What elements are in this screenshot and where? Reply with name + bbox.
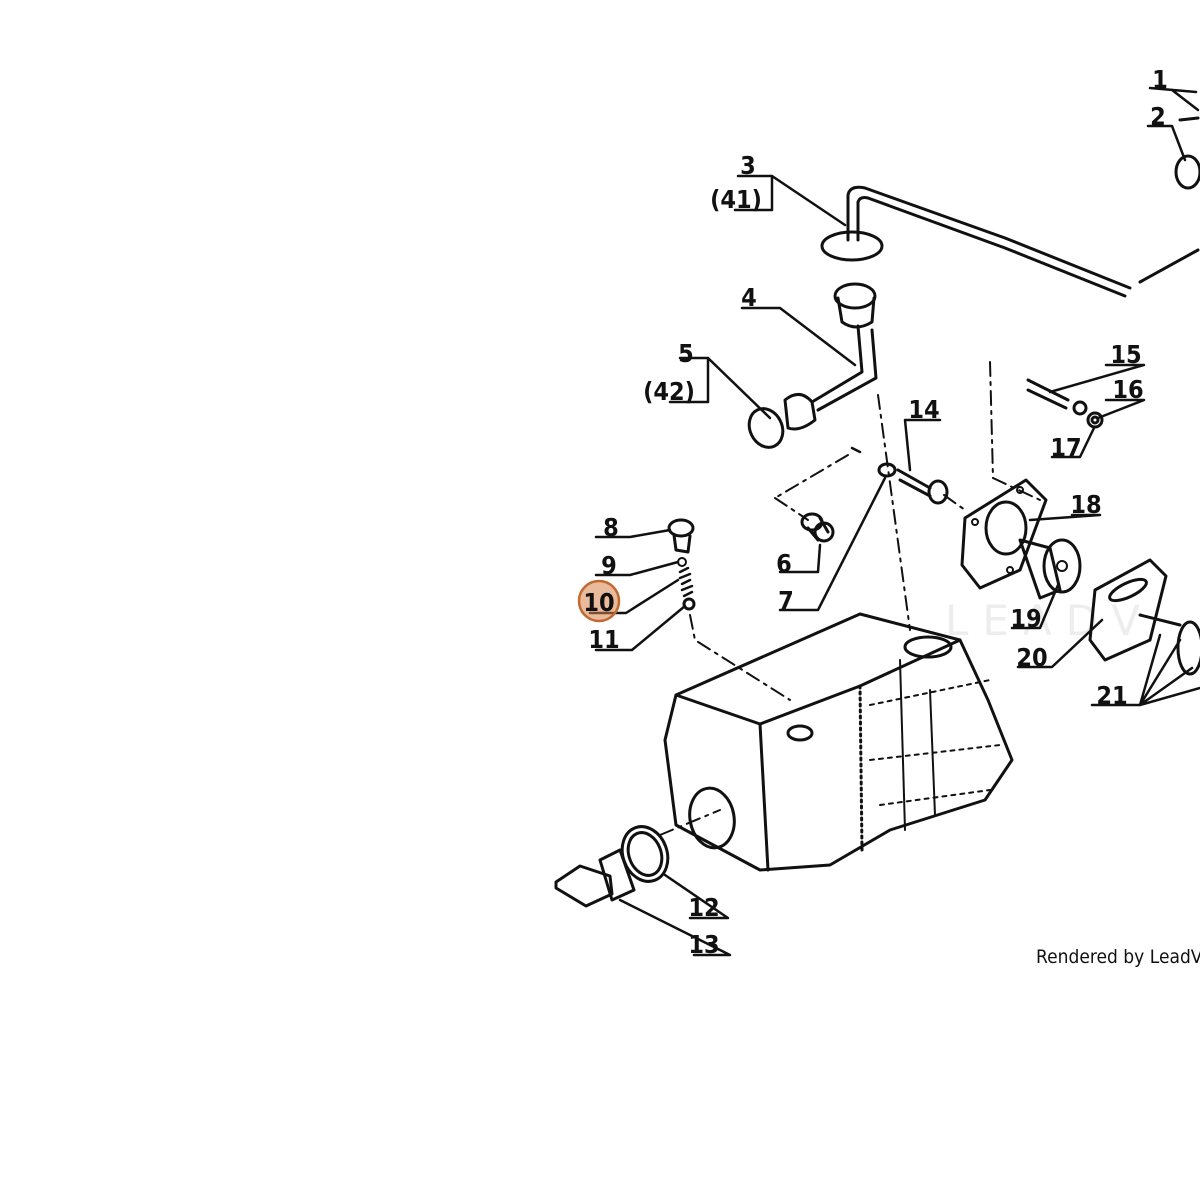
part-label-1[interactable]: 1: [1152, 65, 1168, 94]
part-label-15[interactable]: 15: [1110, 340, 1141, 369]
cover-assembly: [960, 116, 1200, 676]
part-label-13[interactable]: 13: [688, 930, 719, 959]
part-label-8[interactable]: 8: [603, 513, 619, 542]
part-label-21[interactable]: 21: [1096, 681, 1127, 710]
part-label-7[interactable]: 7: [778, 586, 794, 615]
part-label-12[interactable]: 12: [688, 893, 719, 922]
part-labels: 123(41)45(42)678910111213141516171819202…: [583, 65, 1167, 959]
part-label-20[interactable]: 20: [1016, 643, 1047, 672]
render-credit: Rendered by LeadVe: [1036, 946, 1200, 968]
part-label-17[interactable]: 17: [1050, 433, 1081, 462]
part-label-14[interactable]: 14: [908, 395, 939, 424]
part-label-11[interactable]: 11: [588, 625, 619, 654]
part-label-9[interactable]: 9: [601, 551, 617, 580]
alignment-lines: [659, 361, 1041, 836]
highlight-marker[interactable]: [577, 579, 621, 623]
part-label-19[interactable]: 19: [1010, 604, 1041, 633]
part-label-18[interactable]: 18: [1070, 490, 1101, 519]
part-label-6[interactable]: 6: [776, 549, 792, 578]
part-label-2[interactable]: 2: [1150, 102, 1166, 131]
part-label-4[interactable]: 4: [741, 283, 757, 312]
drain-plug: [554, 825, 670, 908]
watermark-text: LEADV: [945, 596, 1155, 645]
part-label-3[interactable]: 3: [740, 151, 756, 180]
oil-pipe: [747, 185, 1200, 449]
part-label-41[interactable]: (41): [710, 185, 762, 214]
small-parts: [667, 378, 1104, 611]
pump-housing: [663, 612, 1014, 872]
part-label-5[interactable]: 5: [678, 339, 694, 368]
part-label-10[interactable]: 10: [583, 588, 614, 617]
leader-lines: [588, 86, 1200, 957]
part-label-16[interactable]: 16: [1112, 375, 1143, 404]
part-label-42[interactable]: (42): [643, 377, 695, 406]
